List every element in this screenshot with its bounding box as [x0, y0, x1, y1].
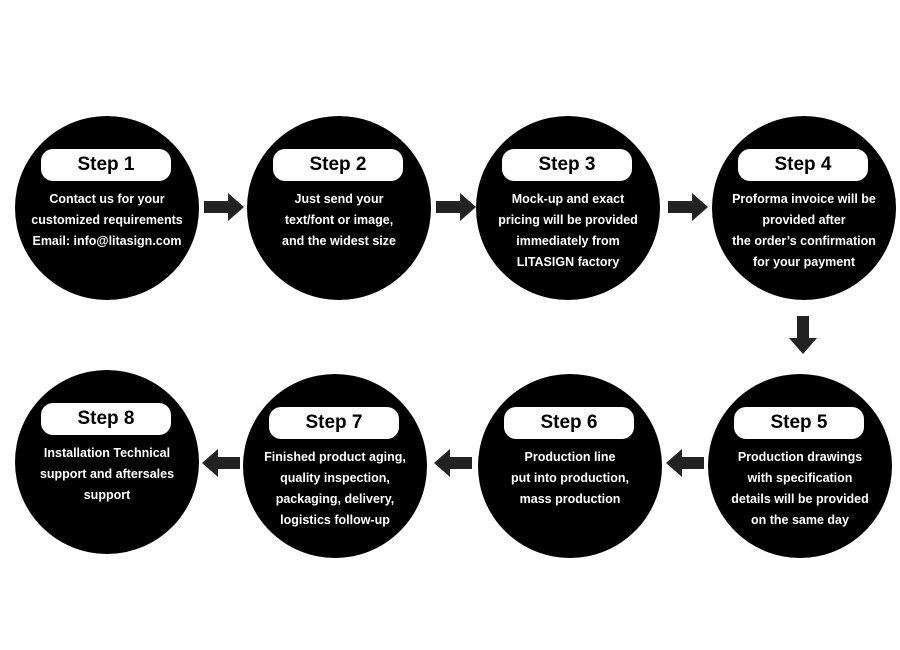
- arrow-7-to-8-icon: [202, 449, 240, 477]
- step-1-circle: Step 1 Contact us for your customized re…: [15, 116, 199, 300]
- step-8-label: Step 8: [41, 403, 171, 435]
- step-8-description: Installation Technical support and after…: [39, 446, 175, 502]
- step-3-circle: Step 3 Mock-up and exact pricing will be…: [476, 116, 660, 300]
- arrow-6-to-7-icon: [434, 449, 472, 477]
- step-6-label: Step 6: [504, 407, 634, 439]
- step-3-description: Mock-up and exact pricing will be provid…: [498, 192, 638, 269]
- step-5-label: Step 5: [734, 407, 864, 439]
- arrow-4-to-5-icon: [789, 316, 817, 354]
- arrow-1-to-2-icon: [204, 193, 244, 221]
- step-4-circle: Step 4 Proforma invoice will be provided…: [712, 116, 896, 300]
- step-6-description: Production line put into production, mas…: [510, 450, 630, 506]
- step-6-circle: Step 6 Production line put into producti…: [478, 374, 662, 558]
- arrow-3-to-4-icon: [668, 193, 708, 221]
- step-1-label: Step 1: [41, 149, 171, 181]
- step-7-circle: Step 7 Finished product aging, quality i…: [243, 374, 427, 558]
- arrow-2-to-3-icon: [436, 193, 476, 221]
- arrow-5-to-6-icon: [666, 449, 704, 477]
- step-8-circle: Step 8 Installation Technical support an…: [15, 370, 199, 554]
- step-7-description: Finished product aging, quality inspecti…: [264, 450, 406, 527]
- step-2-description: Just send your text/font or image, and t…: [282, 192, 396, 248]
- step-7-label: Step 7: [269, 407, 399, 439]
- step-2-circle: Step 2 Just send your text/font or image…: [247, 116, 431, 300]
- step-1-description: Contact us for your customized requireme…: [31, 192, 183, 248]
- step-4-description: Proforma invoice will be provided after …: [732, 192, 876, 269]
- step-3-label: Step 3: [502, 149, 632, 181]
- step-5-circle: Step 5 Production drawings with specific…: [708, 374, 892, 558]
- step-5-description: Production drawings with specification d…: [731, 450, 869, 527]
- step-2-label: Step 2: [273, 149, 403, 181]
- step-4-label: Step 4: [738, 149, 868, 181]
